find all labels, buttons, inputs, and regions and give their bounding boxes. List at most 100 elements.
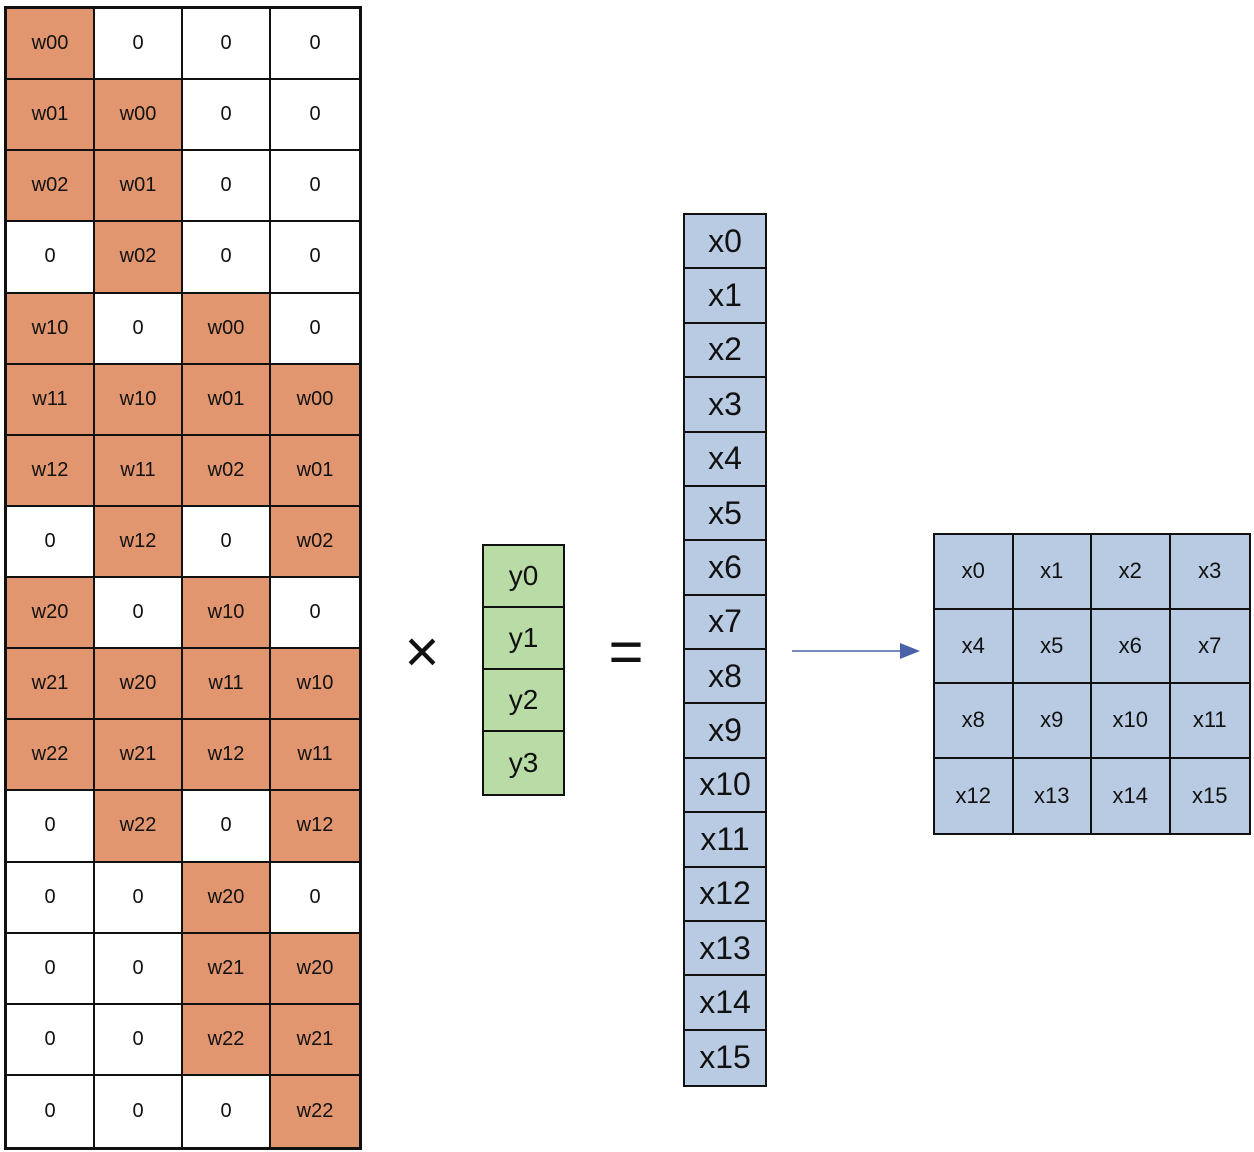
weight-cell: 0: [271, 9, 359, 81]
weight-cell: 0: [95, 933, 183, 1005]
weight-cell: w22: [7, 720, 95, 792]
weight-cell: 0: [7, 506, 95, 578]
weight-cell: w21: [271, 1004, 359, 1076]
weight-cell: w20: [95, 649, 183, 721]
weight-cell: 0: [183, 151, 271, 223]
x-vector-cell: x11: [685, 813, 765, 868]
y-vector-cell: y2: [484, 670, 563, 732]
weight-cell: w10: [95, 364, 183, 436]
weight-cell: 0: [183, 80, 271, 152]
weight-cell: w12: [7, 435, 95, 507]
weight-cell: 0: [95, 9, 183, 81]
x-grid-cell: x6: [1092, 609, 1171, 684]
x-vector-cell: x14: [685, 976, 765, 1031]
y-vector-cell: y3: [484, 732, 563, 794]
weight-cell: w22: [183, 1004, 271, 1076]
weight-cell: 0: [183, 791, 271, 863]
weight-cell: w00: [95, 80, 183, 152]
x-grid-cell: x12: [935, 758, 1014, 833]
x-vector-cell: x5: [685, 486, 765, 542]
weight-cell: 0: [7, 791, 95, 863]
weight-cell: w02: [183, 435, 271, 507]
weight-cell: w10: [183, 578, 271, 650]
weight-cell: 0: [7, 222, 95, 294]
x-vector-cell: x8: [685, 650, 765, 705]
x-vector-cell: x15: [685, 1030, 765, 1085]
weight-cell: w02: [271, 506, 359, 578]
weight-cell: w11: [271, 720, 359, 792]
x-grid-cell: x13: [1013, 758, 1092, 833]
x-grid-cell: x4: [935, 609, 1014, 684]
x-vector-cell: x12: [685, 867, 765, 922]
weight-cell: w00: [7, 9, 95, 81]
x-vector-cell: x6: [685, 541, 765, 596]
weight-cell: w01: [95, 151, 183, 223]
weight-cell: 0: [95, 1004, 183, 1076]
weight-cell: w11: [7, 364, 95, 436]
x-grid-cell: x10: [1092, 684, 1171, 759]
x-grid-cell: x7: [1170, 609, 1249, 684]
weight-cell: 0: [183, 222, 271, 294]
x-vector-cell: x10: [685, 758, 765, 814]
weight-cell: w00: [183, 293, 271, 365]
weight-cell: 0: [7, 1004, 95, 1076]
weight-cell: w20: [183, 862, 271, 934]
x-vector-cell: x4: [685, 432, 765, 487]
multiply-sign: ×: [404, 618, 440, 685]
weight-cell: 0: [271, 578, 359, 650]
x-grid-cell: x3: [1170, 535, 1249, 610]
weight-cell: w12: [183, 720, 271, 792]
weight-cell: w11: [95, 435, 183, 507]
weight-cell: w12: [95, 506, 183, 578]
weight-cell: 0: [271, 222, 359, 294]
weight-cell: w11: [183, 649, 271, 721]
weight-cell: w01: [183, 364, 271, 436]
weight-cell: w10: [271, 649, 359, 721]
x-vector-cell: x3: [685, 378, 765, 433]
weight-cell: w20: [7, 578, 95, 650]
x-grid-cell: x5: [1013, 609, 1092, 684]
x-grid-cell: x14: [1092, 758, 1171, 833]
weight-cell: 0: [7, 862, 95, 934]
x-vector-cell: x7: [685, 595, 765, 650]
weight-cell: w10: [7, 293, 95, 365]
equals-sign: =: [608, 618, 644, 685]
weight-cell: w02: [7, 151, 95, 223]
y-vector-cell: y1: [484, 608, 563, 670]
x-grid-cell: x9: [1013, 684, 1092, 759]
x-vector-cell: x1: [685, 269, 765, 324]
weight-cell: w12: [271, 791, 359, 863]
weight-cell: w21: [95, 720, 183, 792]
weight-cell: 0: [95, 578, 183, 650]
x-vector-cell: x9: [685, 704, 765, 759]
weight-cell: w21: [183, 933, 271, 1005]
weight-cell: 0: [271, 862, 359, 934]
weight-cell: 0: [183, 506, 271, 578]
weight-cell: w20: [271, 933, 359, 1005]
weight-cell: w02: [95, 222, 183, 294]
weight-cell: 0: [7, 1075, 95, 1147]
x-grid-cell: x0: [935, 535, 1014, 610]
x-grid-cell: x1: [1013, 535, 1092, 610]
x-grid-cell: x11: [1170, 684, 1249, 759]
x-grid-cell: x8: [935, 684, 1014, 759]
reshape-arrow-icon: [792, 643, 920, 659]
weight-cell: 0: [183, 9, 271, 81]
weight-cell: 0: [95, 1075, 183, 1147]
weight-cell: 0: [271, 293, 359, 365]
x-vector-cell: x13: [685, 921, 765, 977]
weight-cell: 0: [183, 1075, 271, 1147]
x-vector-cell: x0: [685, 215, 765, 270]
weight-cell: 0: [271, 151, 359, 223]
y-vector-cell: y0: [484, 546, 563, 608]
weight-cell: 0: [95, 862, 183, 934]
weight-cell: w22: [271, 1075, 359, 1147]
x-vector-cell: x2: [685, 323, 765, 379]
weight-cell: w21: [7, 649, 95, 721]
weight-cell: w00: [271, 364, 359, 436]
weight-cell: w22: [95, 791, 183, 863]
